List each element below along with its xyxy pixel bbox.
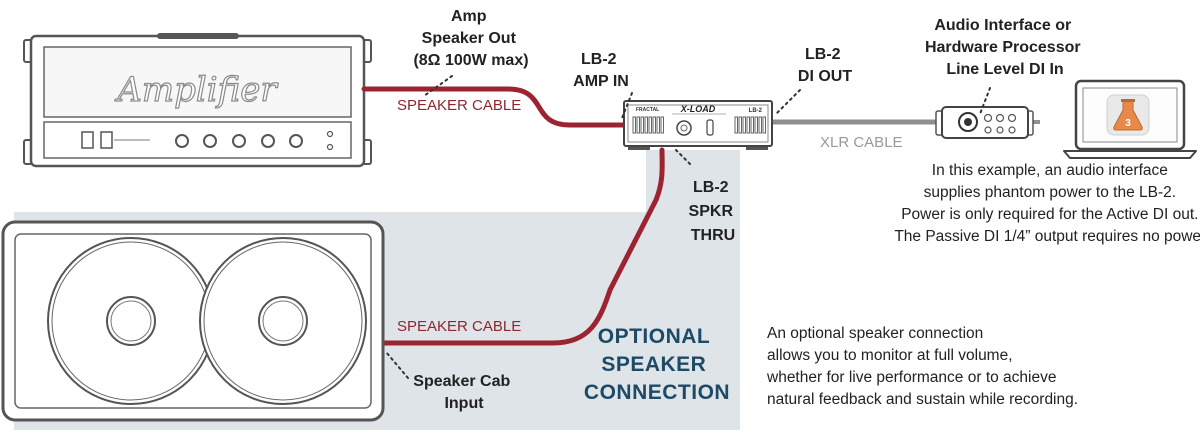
optional-connection-title: OPTIONAL SPEAKER CONNECTION (584, 325, 730, 404)
amp-speaker-out-label: Amp Speaker Out (8Ω 100W max) (413, 8, 528, 69)
amp-input-jack (81, 131, 94, 149)
svg-text:3: 3 (1125, 118, 1131, 129)
speaker-cab-input-label: Speaker Cab Input (413, 373, 514, 412)
speaker-cable-label-bottom: SPEAKER CABLE (397, 318, 521, 335)
lb2-amp-in-label: LB-2 AMP IN (573, 51, 629, 90)
speaker-cable-cab (377, 147, 665, 346)
speaker-cabinet (1, 220, 385, 422)
speaker-cone-left (47, 237, 215, 405)
xload-brand: FRACTAL (636, 107, 659, 113)
leader-lines (385, 75, 991, 379)
phantom-power-note: In this example, an audio interface supp… (894, 162, 1200, 245)
speaker-cable-amp (361, 86, 629, 128)
lb2-di-out-label: LB-2 DI OUT (798, 46, 852, 85)
amp-standby-light (326, 143, 334, 151)
optional-connection-note: An optional speaker connection allows yo… (766, 325, 1078, 408)
amp-knobs (175, 134, 303, 148)
xload-vent-right (734, 116, 766, 134)
lb2-spkr-thru-label: LB-2 SPKR THRU (689, 179, 738, 244)
speaker-cone-right (199, 237, 367, 405)
audio-interface (935, 106, 1034, 139)
xload-vent-left (632, 116, 664, 134)
speaker-cable-label-top: SPEAKER CABLE (397, 97, 521, 114)
xload-switch (706, 119, 714, 136)
xlr-cable-label: XLR CABLE (820, 134, 903, 151)
xload-level-knob (676, 120, 692, 136)
amplifier-logo: Amplifier (114, 70, 278, 110)
laptop: 3 (1063, 79, 1197, 159)
amplifier-head: Amplifier (23, 33, 372, 168)
amp-power-light (326, 130, 334, 138)
amp-input-jack (100, 131, 113, 149)
xload-model: LB-2 (749, 108, 763, 114)
flask-icon (1113, 100, 1143, 131)
xload-name: X-LOAD (680, 104, 716, 114)
audio-interface-label: Audio Interface or Hardware Processor Li… (925, 17, 1085, 78)
xload-lb2-unit: FRACTAL X-LOAD LB-2 (623, 100, 773, 150)
